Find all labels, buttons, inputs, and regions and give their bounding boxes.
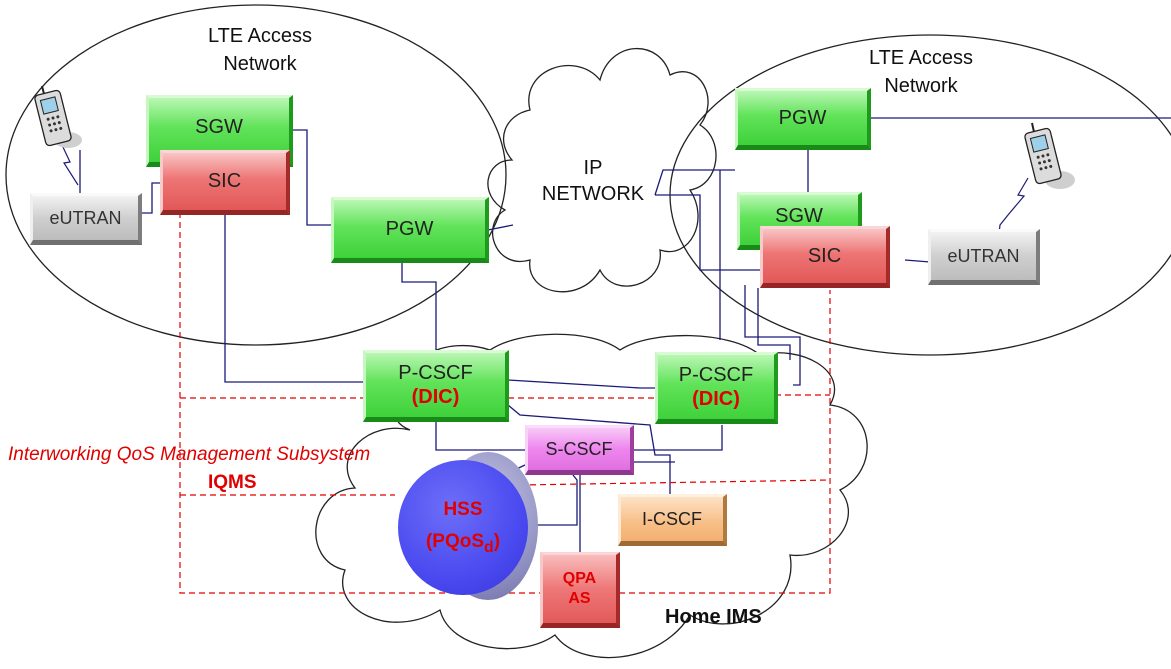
- hss-name: HSS: [443, 498, 483, 520]
- hss-node[interactable]: HSS (PQoSd): [398, 452, 548, 602]
- home-ims-label: Home IMS: [665, 606, 762, 628]
- pgw-left-node[interactable]: PGW: [331, 197, 489, 263]
- sic-left-node[interactable]: SIC: [160, 150, 290, 215]
- eutran-right-node[interactable]: eUTRAN: [928, 229, 1040, 285]
- lte-right-title: LTE Access Network: [853, 44, 989, 100]
- iqms-acronym: IQMS: [208, 472, 257, 493]
- connection-lines: [79, 117, 1171, 555]
- lte-right-title-line2: Network: [884, 75, 958, 97]
- pcscf-right-tag: (DIC): [692, 388, 740, 410]
- lte-right-title-line1: LTE Access: [868, 47, 974, 69]
- scscf-label: S-CSCF: [545, 438, 613, 459]
- pcscf-right-node[interactable]: P-CSCF (DIC): [655, 352, 778, 424]
- iqms-caption: Interworking QoS Management Subsystem: [8, 444, 371, 465]
- hss-face: HSS (PQoSd): [398, 460, 528, 595]
- mobile-phone-icon: [1024, 122, 1075, 189]
- hss-sub-close: ): [493, 530, 501, 552]
- hss-sub-index: d: [484, 538, 494, 556]
- pgw-left-label: PGW: [385, 217, 434, 240]
- mobile-phone-icon: [34, 85, 82, 148]
- pcscf-right-name: P-CSCF: [678, 364, 754, 386]
- eutran-left-label: eUTRAN: [49, 207, 122, 228]
- ip-network-label: IP NETWORK: [528, 155, 658, 207]
- pcscf-left-node[interactable]: P-CSCF (DIC): [363, 350, 509, 422]
- eutran-right-label: eUTRAN: [947, 245, 1020, 266]
- sic-right-node[interactable]: SIC: [760, 226, 890, 288]
- scscf-node[interactable]: S-CSCF: [525, 425, 634, 475]
- eutran-left-node[interactable]: eUTRAN: [30, 193, 142, 245]
- qpa-line1: QPA: [562, 570, 597, 587]
- sic-right-label: SIC: [807, 244, 842, 267]
- qpa-line2: AS: [568, 590, 591, 607]
- qpa-as-node[interactable]: QPA AS: [540, 552, 620, 628]
- pgw-right-label: PGW: [778, 106, 827, 129]
- ip-network-cloud: [487, 47, 717, 293]
- hss-sub-main: (PQoS: [425, 530, 485, 552]
- ip-network-line2: NETWORK: [541, 183, 645, 205]
- sgw-left-label: SGW: [195, 115, 243, 138]
- icscf-node[interactable]: I-CSCF: [618, 494, 727, 546]
- ip-network-line1: IP: [583, 157, 603, 179]
- lte-left-title: LTE Access Network: [195, 22, 325, 78]
- lte-left-title-line2: Network: [223, 53, 297, 75]
- sic-left-label: SIC: [207, 170, 242, 192]
- hss-subtitle: (PQoSd): [426, 531, 500, 557]
- pcscf-left-tag: (DIC): [411, 386, 460, 408]
- lte-left-ellipse: [5, 4, 507, 346]
- lte-left-title-line1: LTE Access: [207, 25, 313, 47]
- pcscf-left-name: P-CSCF: [398, 362, 473, 384]
- sgw-right-label: SGW: [775, 204, 823, 227]
- pgw-right-node[interactable]: PGW: [735, 88, 871, 150]
- icscf-label: I-CSCF: [642, 508, 702, 529]
